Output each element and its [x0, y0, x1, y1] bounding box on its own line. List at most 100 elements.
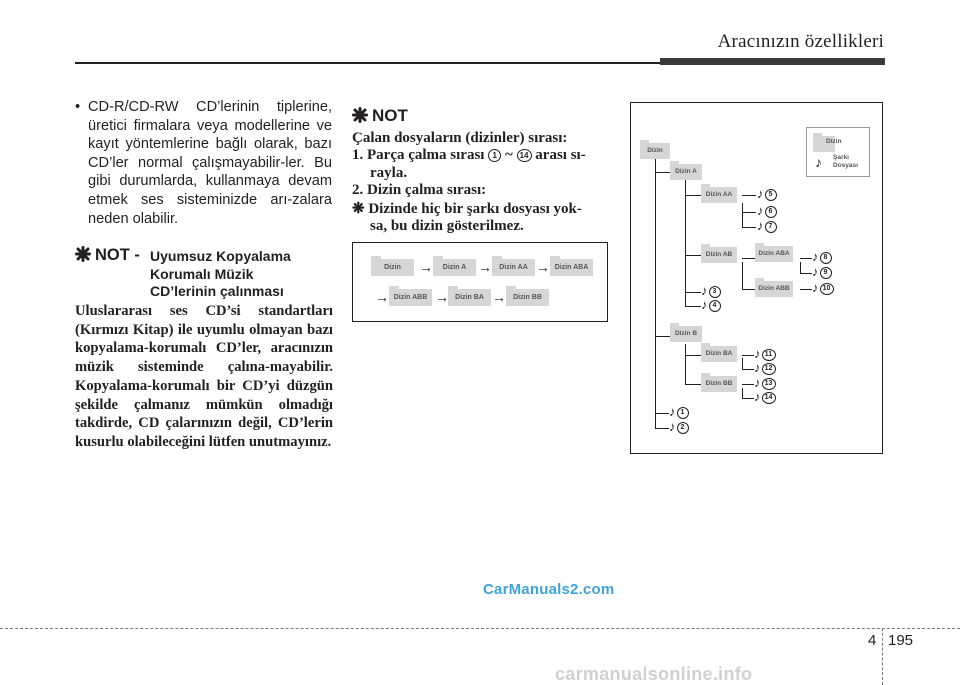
- tree-line: [742, 212, 756, 214]
- tree-line: [742, 388, 744, 399]
- chapter-number: 4: [868, 632, 877, 649]
- tree-folder: Dizin BA: [701, 343, 737, 362]
- note-label: NOT: [372, 106, 408, 125]
- tree-line: [685, 306, 701, 308]
- header-rule-accent: [660, 58, 885, 65]
- tree-line: [742, 384, 754, 386]
- track-number: 5: [764, 189, 777, 201]
- tree-folder: Dizin AB: [701, 244, 737, 263]
- bullet-text: CD-R/CD-RW CD’lerinin tiplerine, üretici…: [88, 99, 332, 227]
- arrow-right-icon: →: [375, 289, 389, 305]
- song-file-icon: ♪12: [754, 361, 776, 375]
- track-number: 14: [761, 392, 776, 404]
- arrow-right-icon: →: [478, 259, 492, 275]
- flow-folder: Dizin ABA: [550, 256, 593, 276]
- song-file-icon: ♪5: [757, 187, 777, 201]
- arrow-right-icon: →: [419, 259, 433, 275]
- track-number: 3: [708, 286, 721, 298]
- tree-line: [742, 258, 755, 260]
- note-line: 1. Parça çalma sırası 1 ~ 14 arası sı-: [352, 147, 610, 164]
- note-line: 2. Dizin çalma sırası:: [352, 182, 487, 199]
- tree-line: [655, 336, 670, 338]
- header-rule: [75, 62, 660, 64]
- note-subtitle-line: CD’lerinin çalınması: [150, 283, 284, 299]
- tree-line: [742, 369, 754, 371]
- note-subtitle-line: Korumalı Müzik: [150, 265, 254, 282]
- song-file-icon: ♪7: [757, 219, 777, 233]
- tree-line: [655, 413, 669, 415]
- note-line: Çalan dosyaların (dizinler) sırası:: [352, 130, 568, 146]
- footer-rule: [0, 628, 960, 629]
- tree-line: [742, 355, 754, 357]
- track-number: 11: [761, 349, 776, 361]
- track-number-badge: 1: [488, 149, 502, 163]
- tree-line: [742, 195, 756, 197]
- note-subtitle-line: Uyumsuz Kopyalama: [150, 248, 291, 264]
- song-file-icon: ♪13: [754, 376, 776, 390]
- note-line: sa, bu dizin gösterilmez.: [370, 218, 524, 235]
- song-file-icon: ♪2: [669, 420, 689, 434]
- track-number: 12: [761, 363, 776, 375]
- track-number: 9: [819, 267, 832, 279]
- page-number: 195: [888, 632, 914, 649]
- note-heading: NOT: [352, 106, 408, 126]
- legend-folder-label: Dizin: [826, 138, 842, 145]
- legend-folder-icon: [813, 133, 835, 152]
- tree-line: [800, 258, 812, 260]
- tree-folder: Dizin AA: [701, 184, 737, 203]
- note-text: 1. Parça çalma sırası: [352, 147, 485, 164]
- tree-line: [742, 227, 756, 229]
- song-file-icon: ♪11: [754, 347, 776, 361]
- tree-line: [742, 262, 744, 290]
- tree-line: [685, 292, 701, 294]
- tree-line: [800, 289, 812, 291]
- folder-tree-diagram: [630, 102, 883, 454]
- track-number: 4: [708, 300, 721, 312]
- tree-line: [800, 262, 802, 274]
- tree-line: [742, 358, 744, 370]
- chapter-header-title: Aracınızın özellikleri: [717, 31, 884, 52]
- flow-folder: Dizin BA: [448, 286, 491, 306]
- song-file-icon: ♪14: [754, 390, 776, 404]
- song-file-icon: ♪4: [701, 298, 721, 312]
- legend-song-label-line: Dosyası: [833, 162, 858, 169]
- tree-folder: Dizin ABB: [755, 278, 793, 297]
- song-file-icon: ♪1: [669, 405, 689, 419]
- bullet-dot: •: [75, 99, 81, 115]
- song-file-icon: ♪10: [812, 281, 834, 295]
- tree-line: [685, 344, 687, 384]
- tree-folder: Dizin A: [670, 161, 702, 180]
- song-file-icon: ♪6: [757, 204, 777, 218]
- tree-line: [685, 384, 701, 386]
- note-text: Dizinde hiç bir şarkı dosyası yok-: [368, 200, 582, 217]
- tree-line: [655, 158, 657, 428]
- track-number: 7: [764, 221, 777, 233]
- tree-line: [685, 195, 701, 197]
- tree-line: [742, 398, 754, 400]
- note-body: Çalan dosyaların (dizinler) sırası: 1. P…: [352, 130, 610, 235]
- tree-line: [685, 355, 701, 357]
- tree-line: [800, 273, 812, 275]
- legend-song-label-line: Şarkı: [833, 154, 849, 161]
- note-line: ❋ Dizinde hiç bir şarkı dosyası yok-: [352, 200, 610, 218]
- tree-folder: Dizin B: [670, 323, 702, 342]
- note-label: NOT -: [95, 246, 140, 264]
- tree-folder: Dizin ABA: [755, 243, 793, 262]
- note-line: rayla.: [370, 164, 408, 181]
- footer-divider: [882, 628, 883, 685]
- song-file-icon: ♪8: [812, 250, 832, 264]
- track-number: 6: [764, 206, 777, 218]
- song-file-icon: ♪3: [701, 284, 721, 298]
- note-subtitle: Uyumsuz Kopyalama Korumalı Müzik CD’leri…: [150, 248, 291, 301]
- tree-line: [655, 172, 670, 174]
- legend-song-label: Şarkı Dosyası: [833, 154, 858, 170]
- legend-song-icon: ♪: [815, 154, 822, 170]
- watermark-logo: CarManuals2.com: [483, 581, 615, 598]
- note-text: arası sı-: [535, 147, 586, 164]
- song-file-icon: ♪9: [812, 265, 832, 279]
- tree-line: [685, 255, 701, 257]
- tree-line: [742, 203, 744, 227]
- bullet-paragraph: • CD-R/CD-RW CD’lerinin tiplerine, üreti…: [75, 98, 332, 228]
- note-text: ~: [504, 147, 513, 164]
- track-number: 10: [819, 283, 834, 295]
